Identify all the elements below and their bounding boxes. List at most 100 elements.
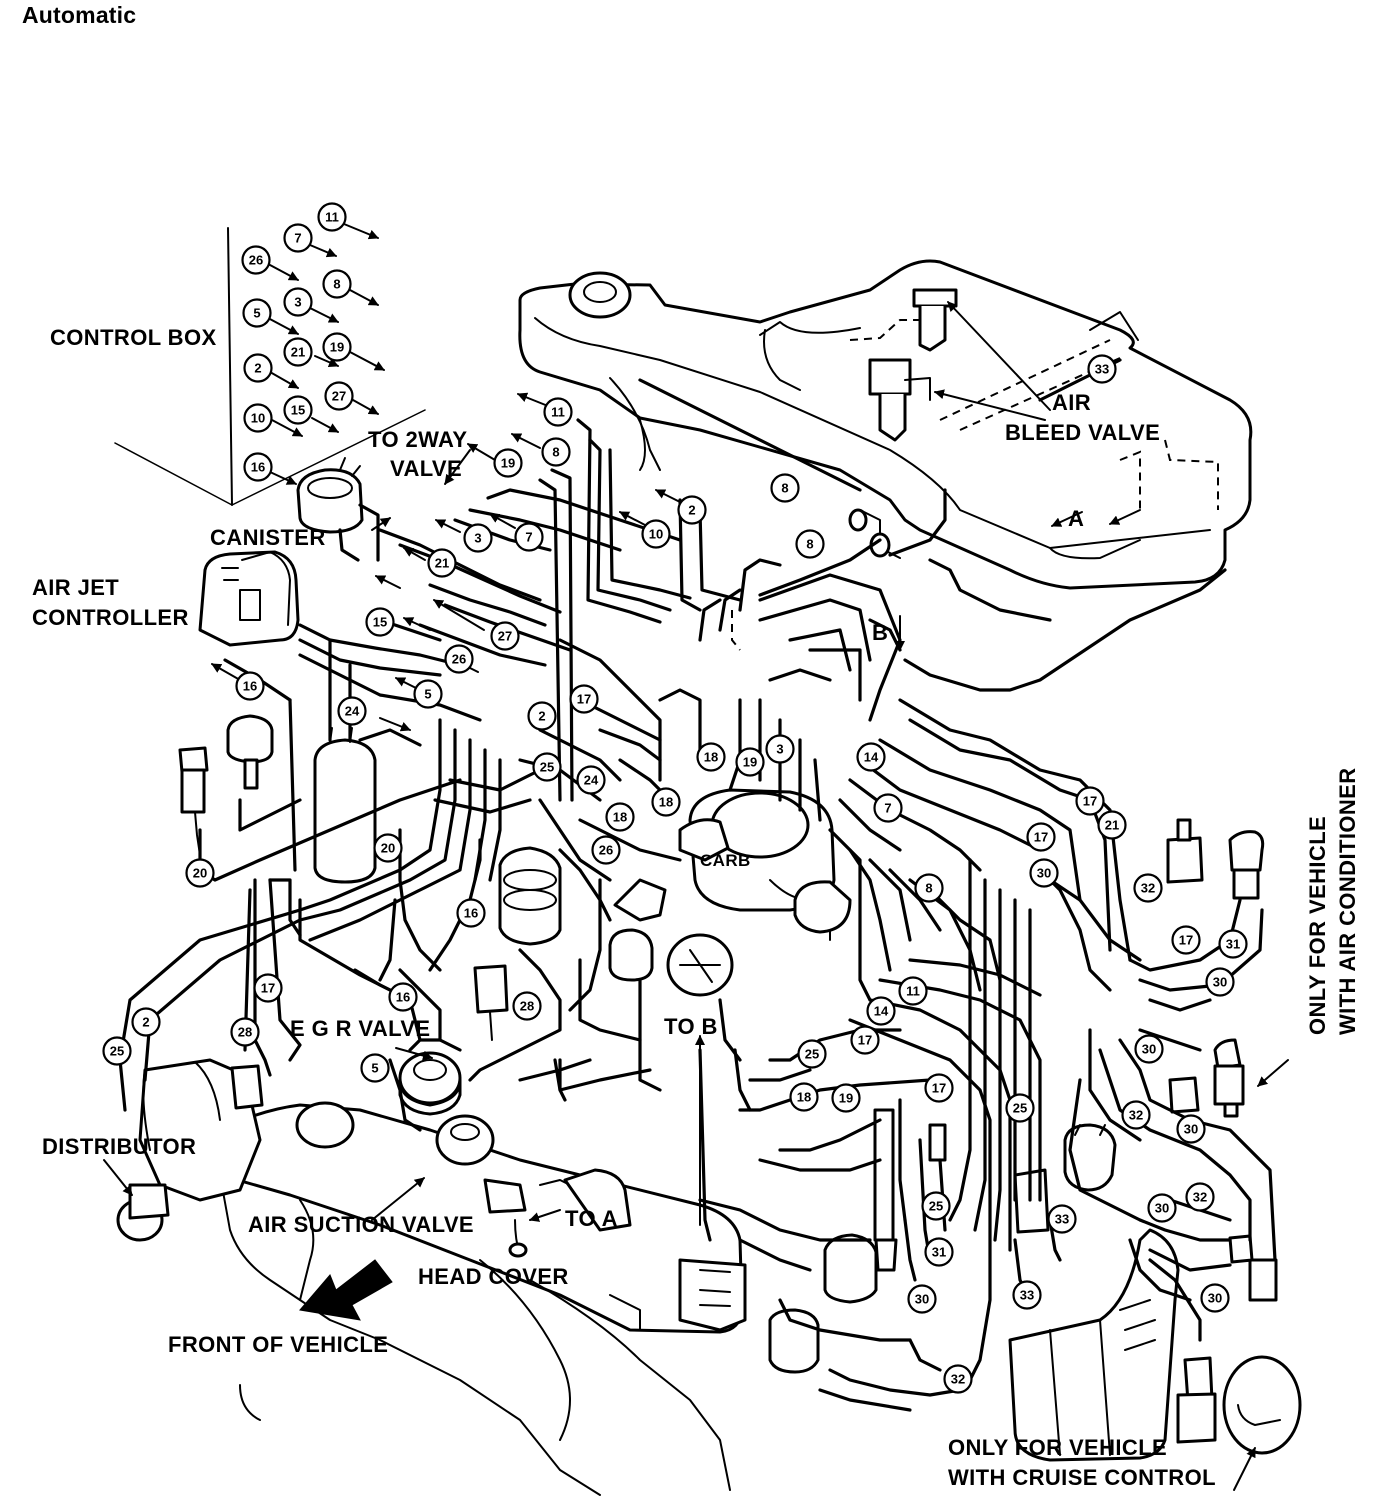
hose-tag-number: 19 [501, 456, 515, 471]
hose-tag-number: 17 [577, 692, 591, 707]
hose-tag-number: 30 [1142, 1042, 1156, 1057]
hose-tag-number: 15 [373, 615, 387, 630]
hose-tag: 19 [831, 1083, 861, 1113]
label-ac-line1: ONLY FOR VEHICLE [1305, 816, 1330, 1035]
control-box-bracket [114, 227, 426, 506]
hose-tag-number: 17 [858, 1033, 872, 1048]
hose-tag: 33 [1087, 354, 1117, 384]
hose-tag-number: 3 [474, 531, 481, 546]
hose-tag: 17 [924, 1073, 954, 1103]
hose-tag-number: 30 [1155, 1201, 1169, 1216]
label-air-jet-line2: CONTROLLER [32, 605, 189, 630]
hose-tag: 2 [527, 701, 557, 731]
hose-tag-number: 16 [251, 460, 265, 475]
air-jet-controller [198, 550, 300, 647]
hose-tag: 16 [243, 452, 273, 482]
hose-tag: 26 [444, 644, 474, 674]
component-labels: CONTROL BOX TO 2WAY VALVE CANISTER AIR J… [32, 325, 1360, 1490]
label-air-suction-valve: AIR SUCTION VALVE [248, 1212, 474, 1237]
hose-tag-number: 2 [254, 361, 261, 376]
hose-tag-number: 33 [1020, 1288, 1034, 1303]
hose-tag: 17 [569, 684, 599, 714]
hose-tag-number: 21 [435, 556, 449, 571]
hose-tag-number: 21 [291, 345, 305, 360]
hose-tag: 25 [797, 1039, 827, 1069]
hose-tag: 24 [576, 765, 606, 795]
label-to-2way-line1: TO 2WAY [368, 427, 467, 452]
label-letter-a: A [1068, 506, 1084, 531]
label-distributor: DISTRIBUTOR [42, 1134, 196, 1159]
hose-tag-number: 32 [1141, 881, 1155, 896]
hose-tag-number: 8 [781, 481, 788, 496]
label-control-box: CONTROL BOX [50, 325, 217, 350]
hose-tag: 30 [1200, 1283, 1230, 1313]
label-to-a: TO A [565, 1206, 618, 1231]
hose-tag: 11 [898, 976, 928, 1006]
hose-tag: 25 [102, 1036, 132, 1066]
hose-tag: 17 [1171, 925, 1201, 955]
ac-solenoids [1166, 818, 1265, 1118]
hose-tag: 30 [1147, 1193, 1177, 1223]
hose-tag-number: 19 [743, 755, 757, 770]
hose-tag-number: 3 [776, 742, 783, 757]
label-to-2way-line2: VALVE [390, 456, 462, 481]
hose-tag: 21 [1097, 810, 1127, 840]
hose-tag: 20 [185, 858, 215, 888]
vacuum-parts-lower-center [768, 1108, 947, 1374]
hose-tag-number: 21 [1105, 818, 1119, 833]
hose-tag: 16 [456, 898, 486, 928]
hose-tag: 15 [283, 395, 313, 425]
egr-valve [398, 1051, 462, 1116]
hose-tag-number: 20 [381, 841, 395, 856]
hose-tag-number: 5 [424, 687, 431, 702]
hose-tag: 32 [1185, 1182, 1215, 1212]
hose-tag-number: 32 [951, 1372, 965, 1387]
hose-tag: 3 [463, 523, 493, 553]
hose-tag-number: 2 [142, 1015, 149, 1030]
label-carb: CARB [700, 851, 751, 870]
label-letter-b: B [872, 620, 888, 645]
hose-tag: 30 [1029, 858, 1059, 888]
hose-tag: 8 [914, 873, 944, 903]
hose-tag: 30 [1176, 1114, 1206, 1144]
hose-tag: 27 [490, 621, 520, 651]
hose-tag-number: 17 [1083, 794, 1097, 809]
hose-tag-number: 8 [806, 537, 813, 552]
hose-tag: 2 [677, 495, 707, 525]
hose-tag-number: 30 [915, 1292, 929, 1307]
hose-tag: 7 [514, 522, 544, 552]
hose-tag-number: 10 [649, 527, 663, 542]
hose-tag-number: 27 [332, 389, 346, 404]
label-canister: CANISTER [210, 525, 326, 550]
hose-tag-number: 17 [1034, 830, 1048, 845]
label-ac-line2: WITH AIR CONDITIONER [1335, 768, 1360, 1036]
distributor [116, 1058, 264, 1242]
hose-tag-number: 26 [452, 652, 466, 667]
hose-tag-number: 26 [249, 253, 263, 268]
hose-tag: 28 [230, 1017, 260, 1047]
hose-tag-number: 5 [253, 306, 260, 321]
hose-tag: 5 [242, 298, 272, 328]
hose-tag-number: 28 [520, 999, 534, 1014]
hose-tag: 7 [873, 793, 903, 823]
hose-tag: 10 [243, 403, 273, 433]
air-bleed-valve [848, 288, 958, 559]
hose-tag: 30 [1205, 967, 1235, 997]
hose-tag: 28 [512, 991, 542, 1021]
hose-tag: 27 [324, 381, 354, 411]
hose-tag-number: 27 [498, 629, 512, 644]
hose-tag: 2 [243, 353, 273, 383]
hose-tag: 3 [765, 734, 795, 764]
hose-tag: 30 [1134, 1034, 1164, 1064]
hose-tag: 15 [365, 607, 395, 637]
hose-tag: 25 [532, 752, 562, 782]
hose-tag: 5 [413, 679, 443, 709]
page-heading: Automatic [22, 2, 137, 28]
hose-tag-number: 31 [1226, 937, 1240, 952]
hose-tag-number: 30 [1037, 866, 1051, 881]
hose-tag: 24 [337, 696, 367, 726]
hose-tag-number: 2 [538, 709, 545, 724]
hose-tag: 26 [591, 835, 621, 865]
